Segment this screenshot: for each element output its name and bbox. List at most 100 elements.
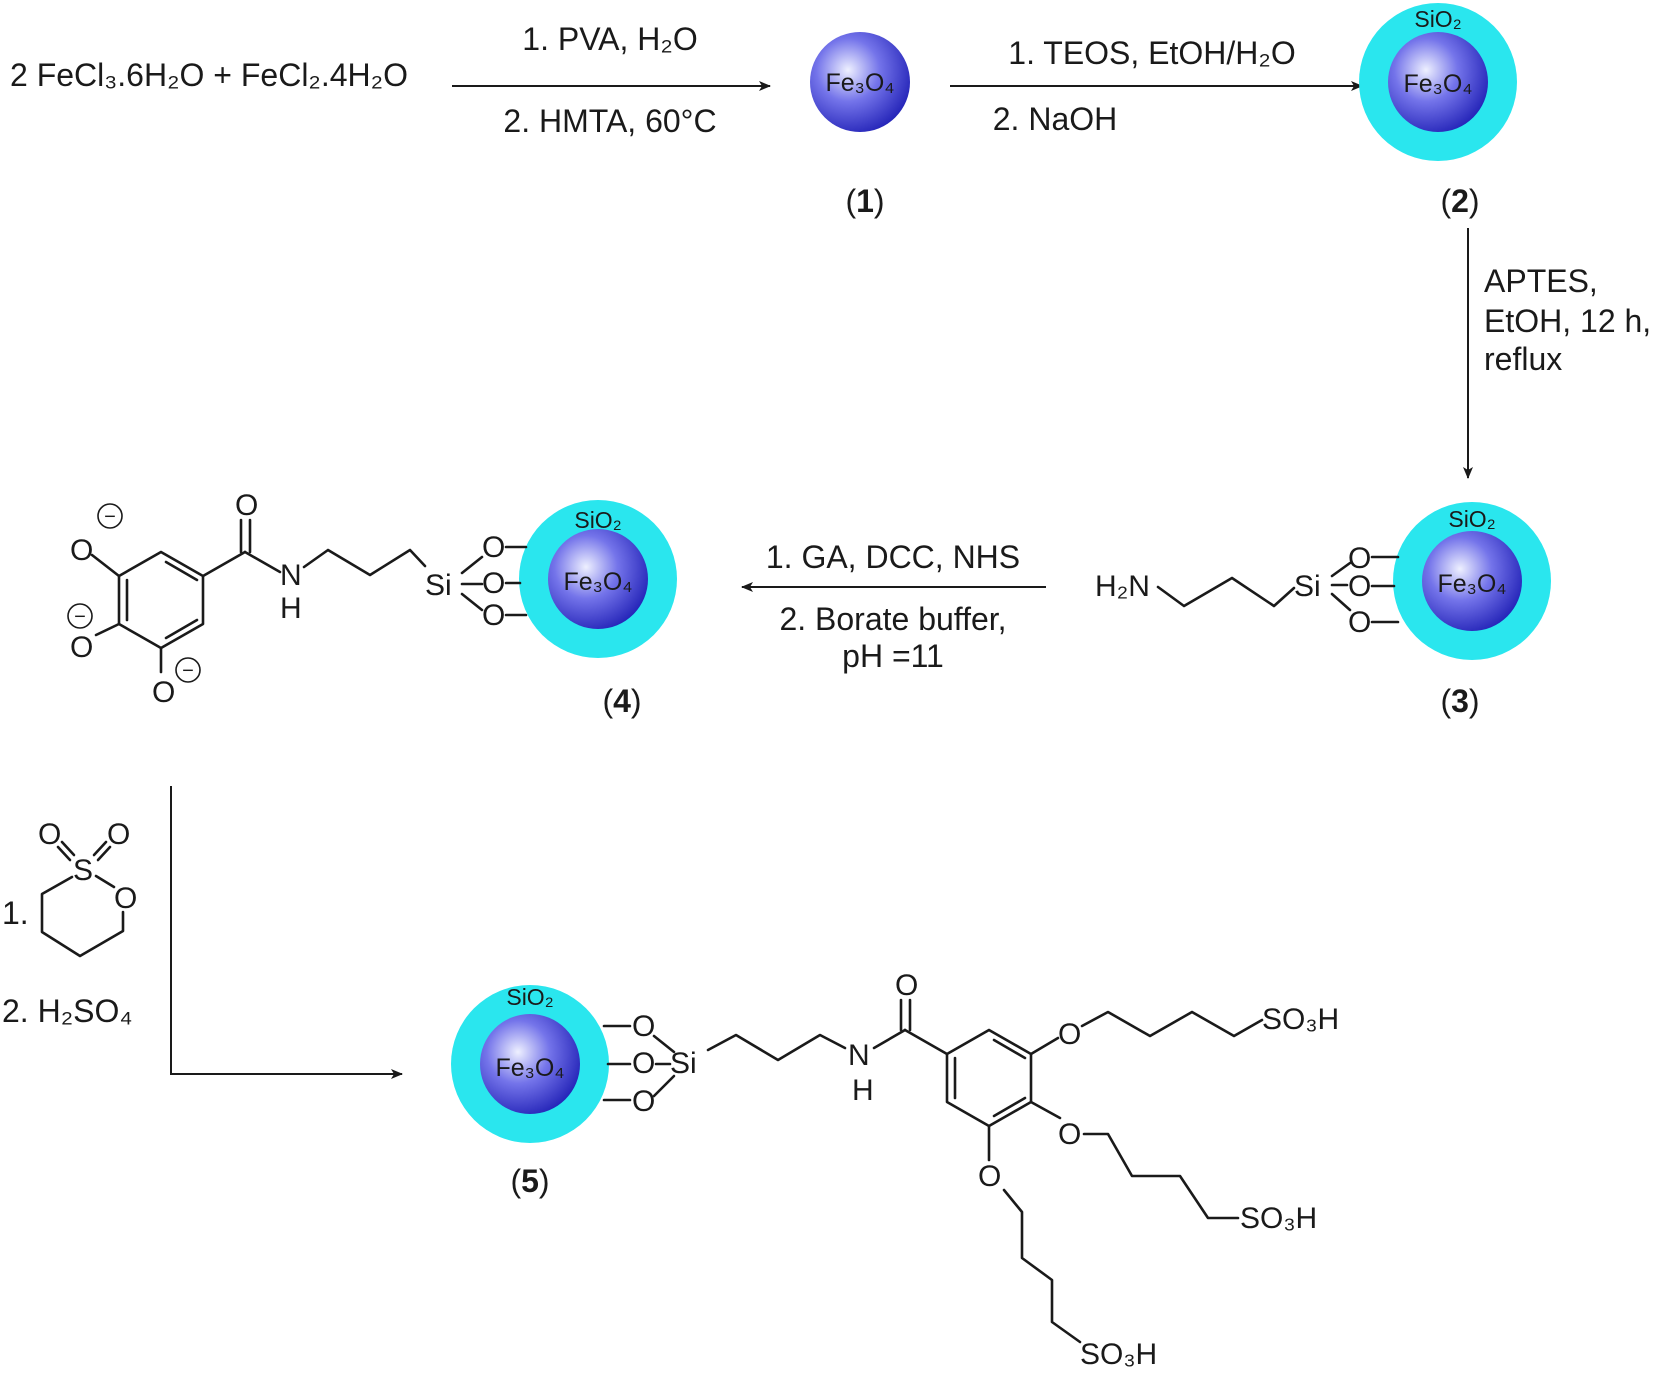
sultone-sulfur: S	[73, 854, 93, 887]
carbonyl-bond	[201, 550, 247, 578]
shell-label: SiO₂	[574, 507, 621, 533]
shell-label: SiO₂	[506, 984, 553, 1010]
amide-nitrogen: N	[280, 559, 302, 592]
compound-label-5: (5)	[510, 1163, 549, 1199]
phenoxide-oxygen-mid: O	[70, 631, 93, 664]
fe3o4-core	[810, 32, 910, 132]
core-label: Fe₃O₄	[1403, 70, 1472, 98]
ring-double-bond-1	[164, 560, 199, 582]
ring-double-bond-3	[164, 618, 199, 640]
s-o-double-right-a	[92, 840, 108, 857]
benzene-ring	[945, 1028, 1033, 1128]
compound-label-2: (2)	[1440, 183, 1479, 219]
step2-reagent-2: 2. NaOH	[993, 101, 1117, 137]
si-o-bond-top	[1330, 561, 1352, 578]
silicon-atom: Si	[425, 569, 452, 602]
butyl-chain-bottom	[1002, 1188, 1082, 1344]
ether-oxygen-bottom: O	[978, 1160, 1001, 1193]
c-n-bond	[243, 550, 282, 574]
oxygen-bottom: O	[632, 1085, 655, 1118]
compound-number-3: 3	[1451, 683, 1469, 719]
core-label: Fe₃O₄	[563, 568, 632, 596]
negative-charge-mid: −	[74, 606, 86, 628]
step3-reagent-3: reflux	[1484, 341, 1562, 377]
o-si-bond-top	[652, 1034, 676, 1054]
step5-reagent-2: 2. H₂SO₄	[2, 993, 132, 1029]
sultone-oxygen-left: O	[38, 818, 61, 851]
sulfonic-acid-mid: SO₃H	[1240, 1202, 1317, 1235]
carbonyl-oxygen: O	[235, 489, 258, 522]
si-o-bond-bottom	[1330, 592, 1352, 612]
charge-circle-top	[97, 503, 123, 529]
oxygen-mid: O	[482, 567, 505, 600]
compound-number-4: 4	[613, 683, 631, 719]
butane-sultone: O O S O	[38, 818, 137, 958]
propyl-chain	[706, 1033, 847, 1062]
s-o-ring-bond	[94, 874, 116, 889]
compound-label-1: (1)	[845, 183, 884, 219]
compound-3: H₂N Si O O O SiO₂ Fe₃O₄	[1095, 502, 1551, 660]
ether-oxygen-top: O	[1058, 1018, 1081, 1051]
sultone-ring-chain	[40, 875, 125, 958]
oxygen-top: O	[482, 531, 505, 564]
butyl-chain-mid	[1082, 1132, 1240, 1220]
step4-reagent-1: 1. GA, DCC, NHS	[766, 539, 1020, 575]
compound-4: O N H Si O O O SiO₂ Fe₃O₄ O − O − O −	[67, 489, 677, 709]
fe3o4-core	[548, 529, 648, 629]
sulfonic-acid-bottom: SO₃H	[1080, 1338, 1157, 1371]
butyl-chain-top	[1080, 1010, 1264, 1038]
core-label: Fe₃O₄	[495, 1054, 564, 1082]
step4-reagent-2: 2. Borate buffer,	[779, 601, 1006, 637]
silicon-atom: Si	[670, 1047, 697, 1080]
carbonyl-oxygen: O	[895, 969, 918, 1002]
amine-group: H₂N	[1095, 570, 1150, 603]
si-o-bond-bottom	[460, 592, 484, 612]
step1-reagent-1: 1. PVA, H₂O	[522, 21, 697, 57]
sultone-oxygen-right: O	[107, 818, 130, 851]
ring-double-bond-3	[992, 1096, 1027, 1118]
ether-bond-top	[1029, 1036, 1060, 1056]
benzene-ring	[117, 550, 205, 650]
ether-oxygen-mid: O	[1058, 1118, 1081, 1151]
carbonyl-ring-bond	[903, 1028, 949, 1056]
oxygen-bottom: O	[1348, 606, 1371, 639]
n-c-bond	[872, 1028, 907, 1050]
step5-reagent-1: 1.	[2, 895, 29, 931]
si-o-bond-top	[460, 555, 484, 575]
step2-reagent-1: 1. TEOS, EtOH/H₂O	[1008, 35, 1295, 71]
ether-bond-mid	[1029, 1100, 1062, 1120]
fe3o4-core	[1388, 32, 1488, 132]
core-label: Fe₃O₄	[1437, 570, 1506, 598]
phenoxide-bond-top	[90, 553, 121, 578]
step3-reagent-1: APTES,	[1484, 263, 1598, 299]
reactants-text: 2 FeCl₃.6H₂O + FeCl₂.4H₂O	[10, 57, 408, 93]
silicon-atom: Si	[1294, 570, 1321, 603]
propyl-chain	[302, 548, 427, 577]
oxygen-mid: O	[1348, 570, 1371, 603]
oxygen-top: O	[632, 1010, 655, 1043]
compound-number-5: 5	[521, 1163, 539, 1199]
charge-circle-bottom	[175, 657, 201, 683]
oxygen-top: O	[1348, 542, 1371, 575]
phenoxide-oxygen-bottom: O	[152, 676, 175, 709]
negative-charge-bottom: −	[182, 660, 194, 682]
step1-reagent-2: 2. HMTA, 60°C	[503, 103, 716, 139]
o-si-bond-bottom	[652, 1074, 676, 1098]
shell-label: SiO₂	[1448, 506, 1495, 532]
core-label: Fe₃O₄	[825, 69, 894, 97]
sulfonic-acid-top: SO₃H	[1262, 1003, 1339, 1036]
sultone-ring-oxygen: O	[114, 882, 137, 915]
arrow-step5	[170, 786, 403, 1079]
compound-number-1: 1	[856, 183, 874, 219]
amide-hydrogen: H	[852, 1074, 874, 1107]
ring-double-bond-2	[992, 1038, 1027, 1060]
compound-label-3: (3)	[1440, 683, 1479, 719]
fe3o4-core	[480, 1014, 580, 1114]
fe3o4-sio2-particle-2: SiO₂ Fe₃O₄	[1359, 3, 1517, 161]
oxygen-mid: O	[632, 1047, 655, 1080]
amide-hydrogen: H	[280, 592, 302, 625]
fe3o4-core	[1422, 531, 1522, 631]
oxygen-bottom: O	[482, 599, 505, 632]
compound-5: SiO₂ Fe₃O₄ O O O Si N H O O SO₃H O SO₃H	[451, 969, 1339, 1371]
